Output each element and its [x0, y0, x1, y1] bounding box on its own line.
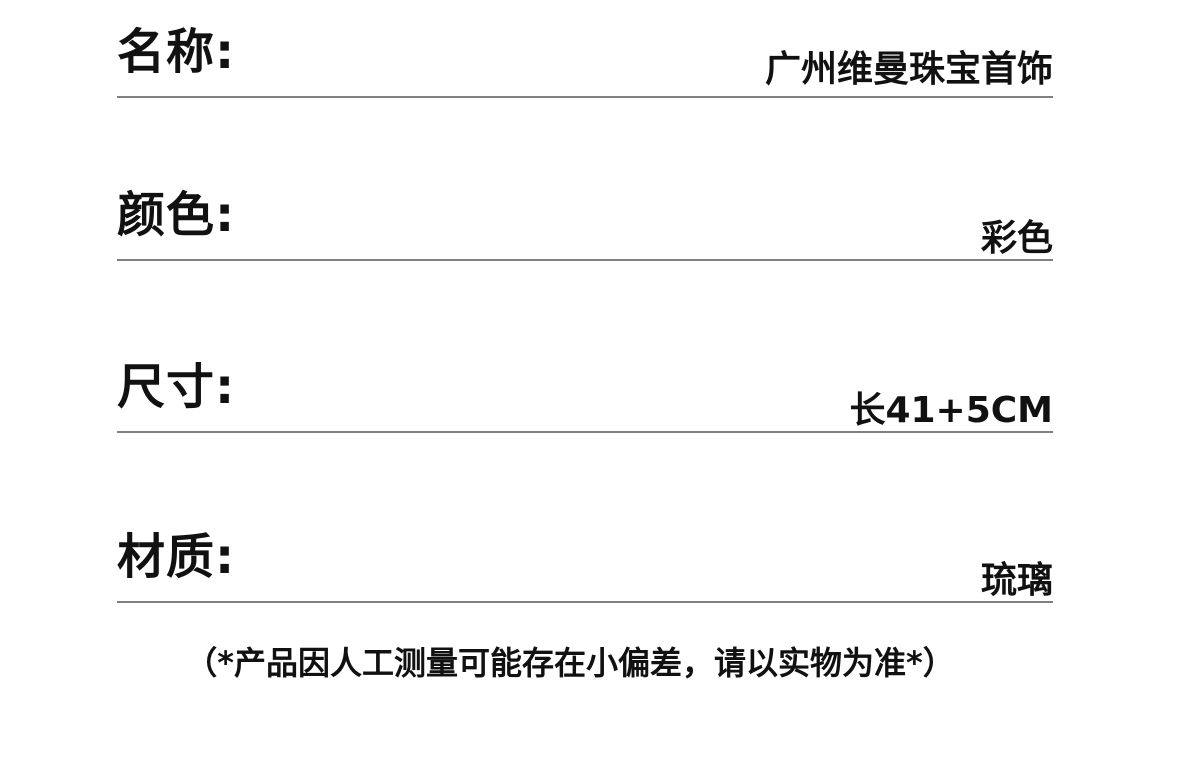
size-label: 尺寸:: [117, 359, 236, 415]
color-value: 彩色: [980, 218, 1053, 259]
name-label: 名称:: [117, 24, 236, 80]
name-value: 广州维曼珠宝首饰: [764, 49, 1053, 90]
divider: [117, 259, 1053, 261]
color-label: 颜色:: [117, 187, 236, 243]
measurement-disclaimer: （*产品因人工测量可能存在小偏差，请以实物为准*）: [185, 644, 955, 682]
spec-row-material: 材质: 琉璃: [117, 513, 1053, 603]
divider: [117, 96, 1053, 98]
spec-row-color: 颜色: 彩色: [117, 171, 1053, 261]
size-value: 长41+5CM: [849, 390, 1053, 431]
spec-row-size: 尺寸: 长41+5CM: [117, 343, 1053, 433]
divider: [117, 431, 1053, 433]
material-value: 琉璃: [980, 560, 1053, 601]
material-label: 材质:: [117, 529, 236, 585]
divider: [117, 601, 1053, 603]
spec-row-name: 名称: 广州维曼珠宝首饰: [117, 8, 1053, 98]
